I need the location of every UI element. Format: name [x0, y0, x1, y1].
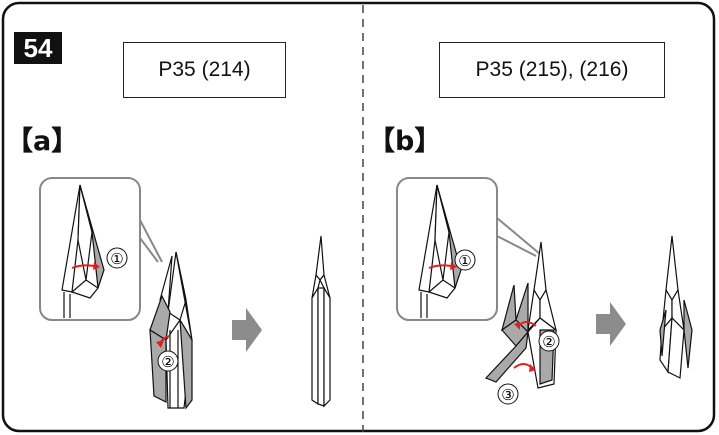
- panel-b-fold-arrow-3: [513, 363, 533, 369]
- panel-a-marker-2: ②: [161, 353, 174, 371]
- panel-b-page-reference: P35 (215), (216): [439, 42, 665, 98]
- panel-a-inset-model: [61, 184, 105, 318]
- panel-a-process-arrow: [232, 308, 262, 352]
- panel-a-main-model: [149, 251, 193, 410]
- panel-b-main-model: [484, 241, 557, 389]
- panel-b-marker-2: ②: [542, 333, 555, 351]
- panel-b-label: 【b】: [368, 126, 442, 157]
- panel-b-result-model: [659, 235, 693, 379]
- panel-a-page-reference: P35 (214): [123, 42, 286, 98]
- panel-a-fold-arrow-1: [71, 264, 95, 269]
- panel-b-marker-2-ring: [538, 330, 560, 352]
- panel-a-marker-1: ①: [110, 250, 123, 268]
- panel-a-marker-2-ring: [157, 350, 179, 372]
- panel-b-process-arrow: [596, 302, 626, 346]
- panel-a-inset: [39, 177, 163, 321]
- panel-b-marker-1: ①: [458, 252, 471, 270]
- panel-b-marker-1-ring: [454, 249, 476, 271]
- panel-a-marker-1-ring: [106, 247, 128, 269]
- panel-b-marker-3: ③: [501, 386, 514, 404]
- panel-a-result-model: [311, 235, 331, 408]
- panel-b-marker-3-ring: [497, 383, 519, 405]
- panel-a-label: 【a】: [6, 126, 79, 157]
- panel-b-fold-arrow-1: [428, 264, 452, 269]
- step-number-badge: 54: [14, 32, 62, 64]
- panel-b-inset: [396, 177, 541, 321]
